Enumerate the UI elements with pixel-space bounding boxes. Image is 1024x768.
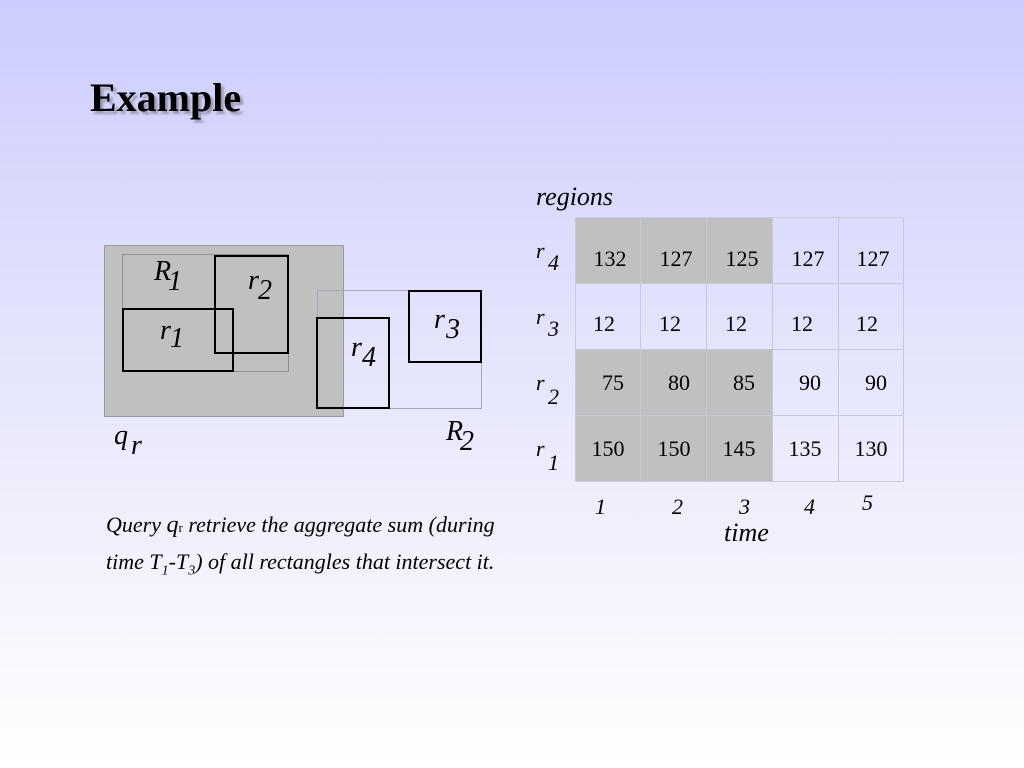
shade-r2 (575, 350, 772, 482)
rect-r2 (214, 255, 289, 354)
table-cell: 125 (725, 246, 759, 271)
caption-part3: ) of all rectangles that intersect it. (195, 549, 495, 574)
label-qr-sub: r (131, 430, 142, 461)
grid-line (575, 481, 904, 482)
caption-dash: - (168, 549, 176, 574)
row-label-r1-base: r (536, 436, 545, 461)
table-cell: 85 (733, 370, 755, 395)
label-r3-sub: 3 (446, 314, 460, 345)
grid-line (575, 217, 904, 218)
caption-part1: Query (106, 512, 167, 537)
row-label-r2-sub: 2 (548, 384, 559, 409)
grid-line (903, 217, 904, 482)
time-tick: 5 (862, 490, 873, 515)
label-R1-base: R (154, 256, 172, 287)
grid-line (575, 217, 576, 482)
table-cell: 12 (593, 311, 615, 336)
time-tick: 4 (804, 494, 815, 519)
rect-r1 (122, 308, 234, 372)
grid-line (838, 217, 839, 482)
caption-t3-sub: 3 (188, 563, 196, 579)
slide-title: Example (90, 75, 242, 120)
grid-line (575, 349, 904, 350)
label-r4-base: r (351, 332, 362, 363)
label-r1-sub: 1 (170, 323, 184, 354)
label-qr-base: q (114, 420, 128, 451)
caption-t1-sub: 1 (161, 563, 169, 579)
shade-r4 (575, 217, 772, 283)
table-cell: 12 (725, 311, 747, 336)
grid-line (575, 415, 904, 416)
row-label-r4-sub: 4 (548, 250, 559, 275)
row-label-r4-base: r (536, 238, 545, 263)
rect-r3 (408, 290, 482, 363)
table-cell: 150 (591, 436, 625, 461)
label-r1-base: r (160, 315, 171, 346)
table-cell: 127 (659, 246, 693, 271)
table-cell: 80 (668, 370, 690, 395)
table-cell: 90 (865, 370, 887, 395)
row-label-r2-base: r (536, 370, 545, 395)
table-cell: 145 (722, 436, 756, 461)
label-R1-sub: 1 (168, 266, 182, 297)
table-cell: 12 (791, 311, 813, 336)
query-rectangle (104, 245, 344, 417)
caption-part2: retrieve the aggregate sum (during time (106, 512, 495, 574)
table-cell: 12 (856, 311, 878, 336)
caption-q: q (166, 512, 179, 538)
grid-line (706, 217, 707, 482)
time-tick: 3 (739, 494, 750, 519)
caption-T1: T (149, 549, 162, 574)
label-r4-sub: 4 (362, 342, 376, 373)
label-r2-sub: 2 (258, 275, 272, 306)
caption-q-sub: r (178, 520, 183, 535)
table-cell: 127 (856, 246, 890, 271)
table-cell: 132 (593, 246, 627, 271)
row-label-r1-sub: 1 (548, 450, 559, 475)
caption-text: Query qr retrieve the aggregate sum (dur… (106, 508, 536, 588)
label-R2-base: R (446, 416, 464, 447)
rect-r4 (316, 317, 390, 409)
grid-line (575, 283, 904, 284)
label-R2-sub: 2 (460, 426, 474, 457)
time-tick: 2 (672, 494, 683, 519)
table-title: regions (536, 182, 614, 211)
table-cell: 127 (791, 246, 825, 271)
row-label-r3-sub: 3 (548, 316, 559, 341)
table-cell: 90 (799, 370, 821, 395)
x-axis-label: time (724, 518, 769, 547)
table-cell: 12 (659, 311, 681, 336)
row-label-r3-base: r (536, 304, 545, 329)
time-tick: 1 (595, 494, 606, 519)
caption-T3: T (175, 549, 189, 574)
label-r3-base: r (434, 304, 445, 335)
label-r2-base: r (248, 265, 259, 296)
table-cell: 130 (854, 436, 888, 461)
table-cell: 75 (602, 370, 624, 395)
table-cell: 135 (788, 436, 822, 461)
grid-line (772, 217, 773, 482)
grid-line (640, 217, 641, 482)
table-cell: 150 (657, 436, 691, 461)
